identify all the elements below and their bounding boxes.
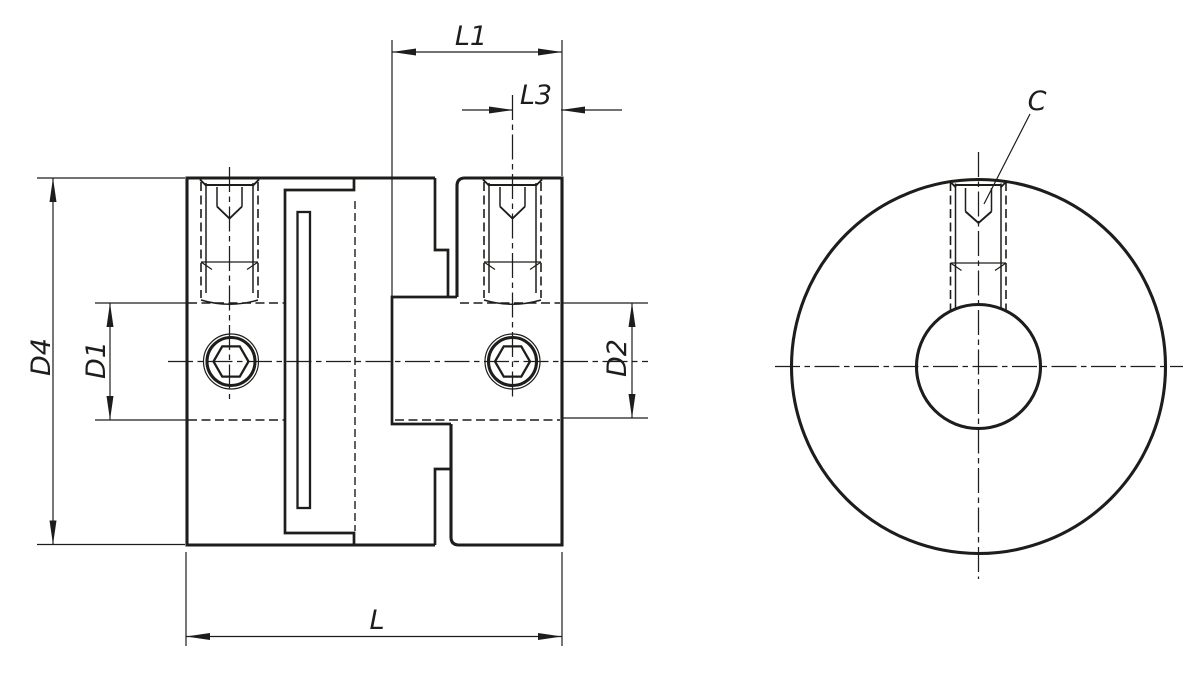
thread-runout <box>483 261 542 270</box>
bottom-edge-right <box>449 424 562 547</box>
thread-runout <box>200 261 259 270</box>
arrowhead <box>49 178 57 202</box>
dim-d1: D1 <box>81 302 186 421</box>
chamfer-tick <box>251 178 260 187</box>
leader-line <box>983 113 1031 205</box>
arrowhead <box>186 633 210 640</box>
dim-label-d4: D4 <box>26 338 57 376</box>
arrowhead <box>106 303 114 327</box>
arrowhead <box>49 520 57 545</box>
callout-label-c: C <box>1028 86 1047 117</box>
arrowhead <box>392 48 416 56</box>
slit-outline <box>283 178 356 545</box>
set-screw-section-left <box>199 167 260 399</box>
extension-lines <box>185 552 563 646</box>
dim-l1: L1 <box>391 21 563 297</box>
extension-lines <box>37 177 185 546</box>
arrowhead <box>538 633 562 640</box>
arrowhead <box>628 303 636 327</box>
arrowhead <box>538 48 562 56</box>
screw-cone-point <box>964 210 993 225</box>
extension-lines <box>562 302 648 419</box>
chamfer-callout: C <box>983 86 1047 205</box>
slit-plate <box>283 178 356 545</box>
dim-label-d2: D2 <box>602 339 633 377</box>
cut-middle <box>390 295 457 426</box>
dim-l3: L3 <box>462 80 622 114</box>
cut-bottom-slot <box>433 467 451 545</box>
front-view: C <box>775 86 1183 579</box>
zigzag-cut <box>390 178 457 545</box>
arrowhead <box>561 106 585 114</box>
dim-d4: D4 <box>26 177 185 546</box>
chamfer-tick <box>948 180 957 189</box>
dim-d2: D2 <box>562 302 648 419</box>
body-outline <box>185 176 564 547</box>
dim-label-l: L <box>369 605 384 636</box>
top-edge-right <box>455 176 562 297</box>
set-screw-section-right <box>482 95 543 399</box>
thread-runout <box>950 262 1007 271</box>
slit-inner-rect <box>296 210 312 510</box>
arrowhead <box>489 106 513 114</box>
dim-label-l3: L3 <box>520 80 552 111</box>
chamfer-tick <box>999 180 1008 189</box>
hidden-bore-lines <box>188 302 560 421</box>
dim-l: L <box>185 552 563 646</box>
dim-label-d1: D1 <box>81 341 112 379</box>
chamfer-tick <box>534 178 543 187</box>
arrowhead <box>628 394 636 418</box>
cut-top-slot <box>433 178 450 297</box>
dim-label-l1: L1 <box>455 21 487 52</box>
chamfer-tick <box>482 178 491 187</box>
chamfer-tick <box>199 178 208 187</box>
arrowhead <box>106 396 114 420</box>
side-section-view: D4 D1 D2 L1 <box>26 21 648 646</box>
